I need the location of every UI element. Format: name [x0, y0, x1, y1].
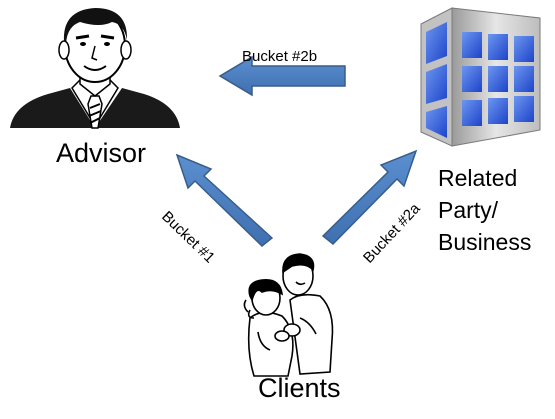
advisor-portrait-icon: [10, 8, 180, 129]
related-party-label-line: Party/: [438, 197, 499, 223]
clients-couple-icon: [243, 253, 334, 377]
arrow-bucket-2b: [218, 55, 346, 97]
bucket-2b-label: Bucket #2b: [242, 48, 318, 65]
arrow-bucket-1: [175, 153, 274, 247]
clients-label: Clients: [258, 373, 341, 403]
advisor-label: Advisor: [56, 138, 147, 168]
related-party-label-line: Business: [438, 229, 532, 255]
related-party-label-line: Related: [438, 165, 518, 191]
arrow-bucket-2a: [321, 149, 418, 246]
office-building-icon: [420, 7, 541, 147]
related-party-label: Related Party/ Business: [438, 162, 531, 258]
